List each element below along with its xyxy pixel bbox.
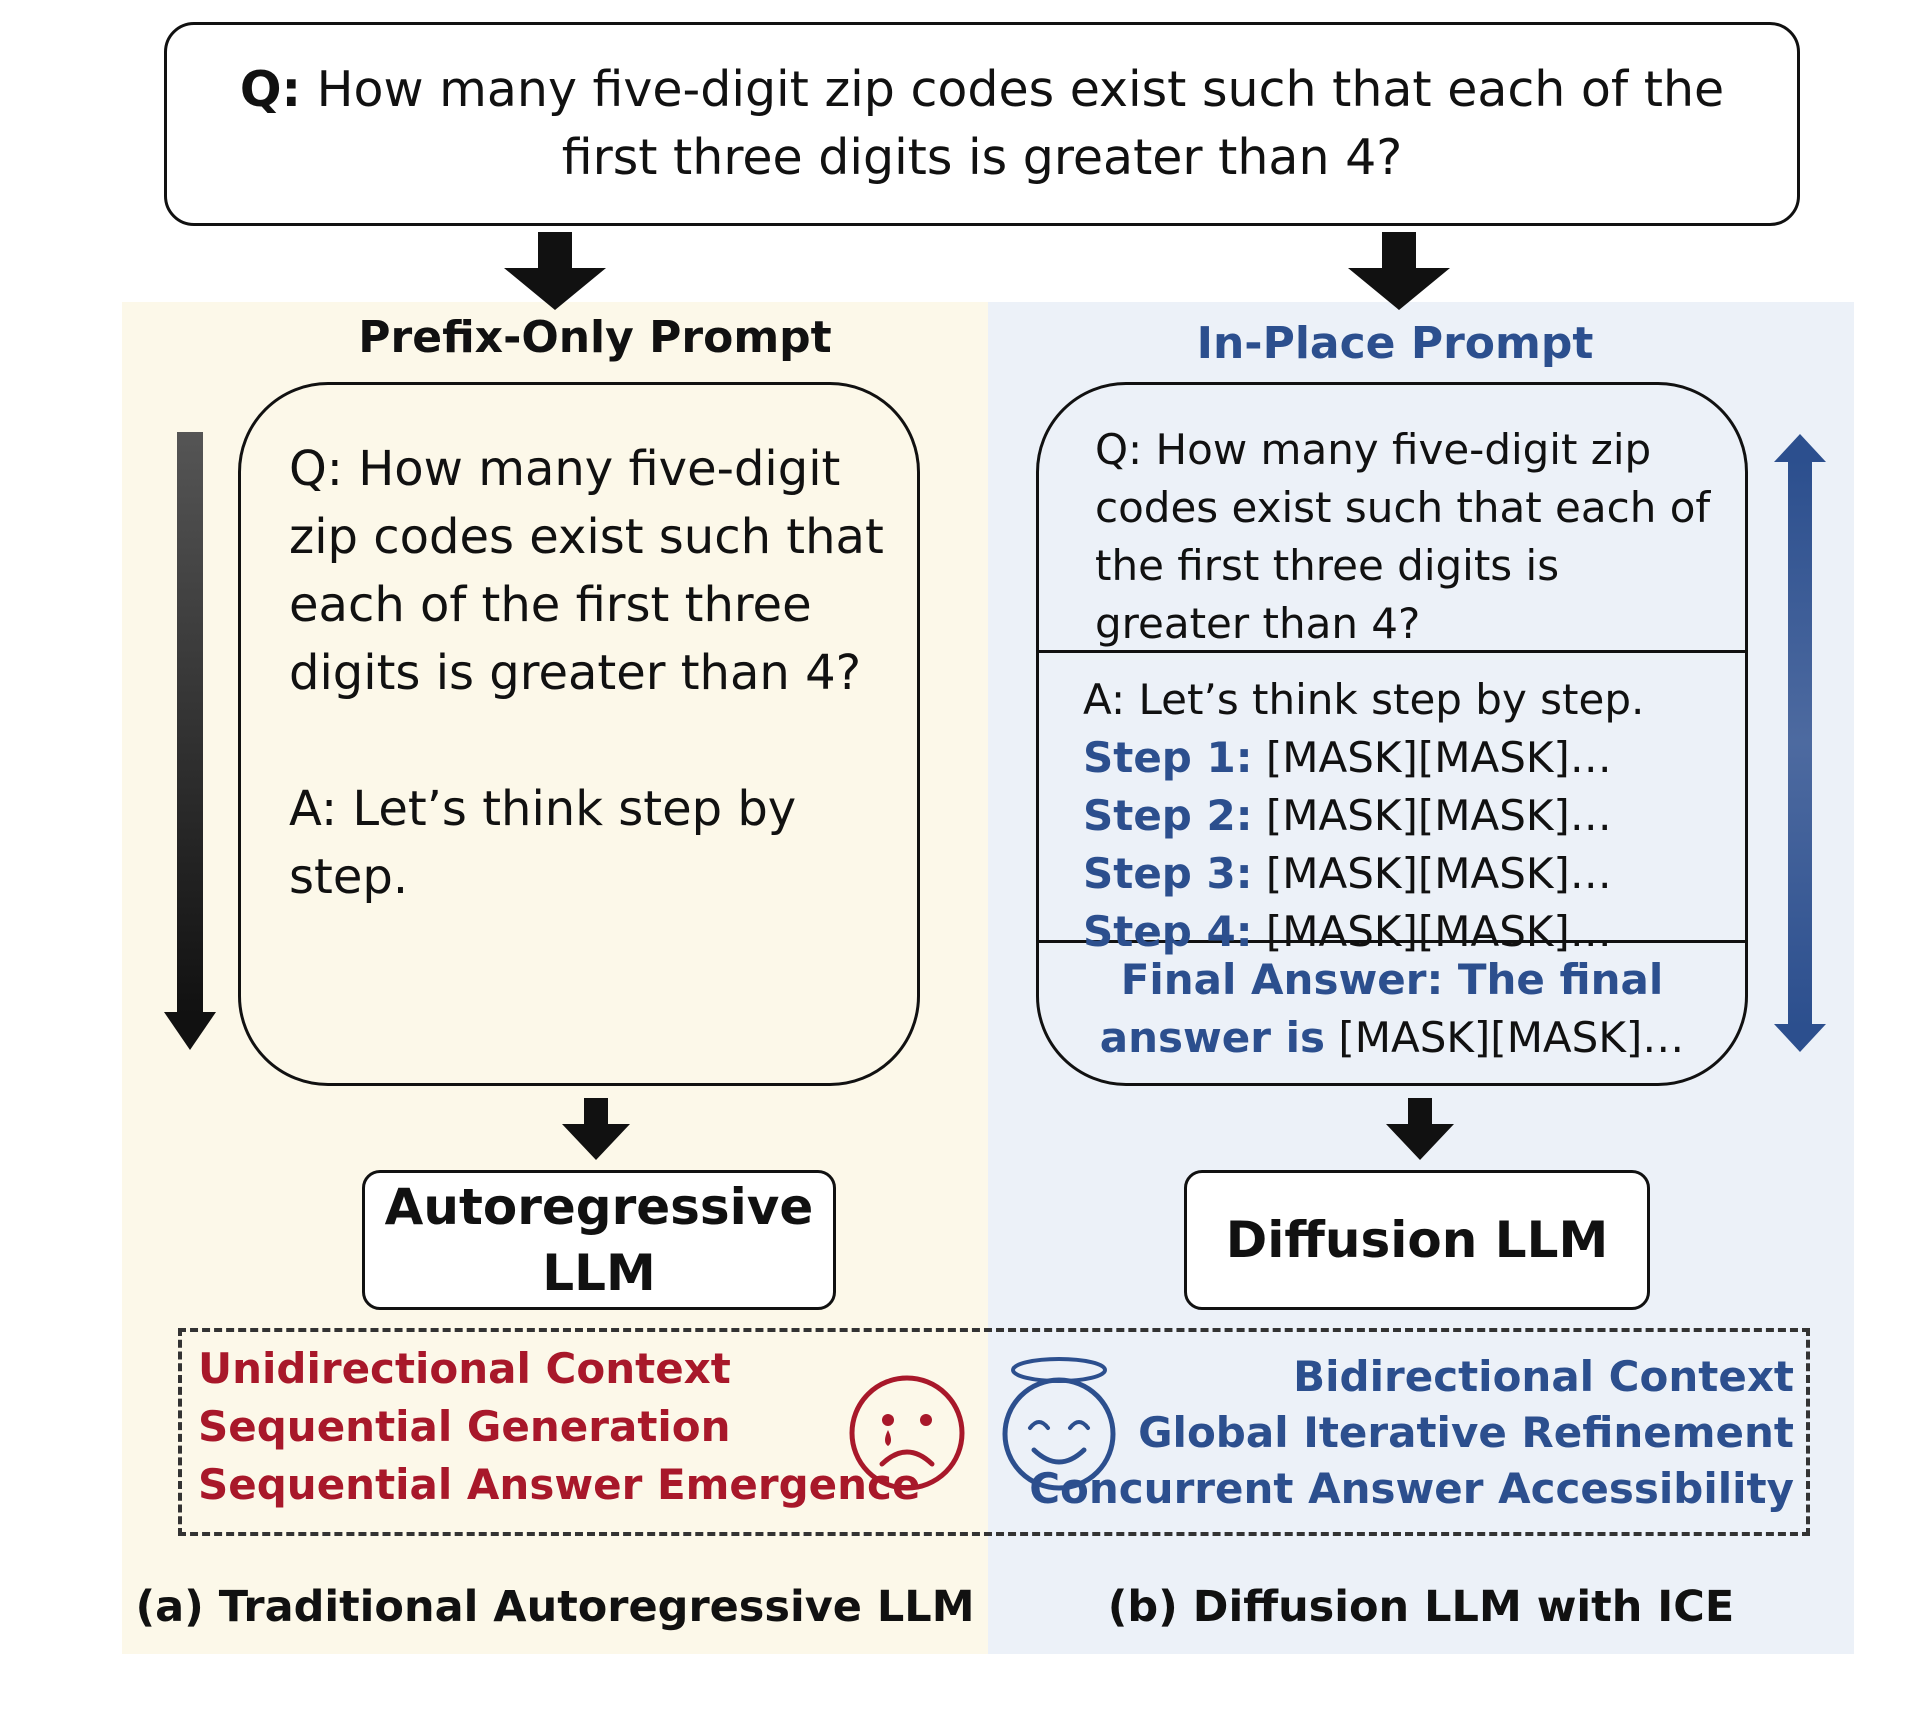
diffusion-llm-box: Diffusion LLM [1184,1170,1650,1310]
step-row: Step 1: [MASK][MASK]… [1083,729,1735,787]
ar-property: Sequential Generation [198,1402,731,1451]
step-mask: [MASK][MASK]… [1265,791,1612,840]
prefix-prompt-box: Q: How many five-digit zip codes exist s… [238,382,920,1086]
down-arrow-icon [504,232,606,310]
left-prompt-title: Prefix-Only Prompt [358,312,832,363]
right-prompt-title: In-Place Prompt [1196,318,1594,369]
question-box: Q: How many five-digit zip codes exist s… [164,22,1800,226]
down-arrow-icon [562,1098,630,1160]
right-caption: (b) Diffusion LLM with ICE [1107,1582,1735,1632]
step-row: Step 2: [MASK][MASK]… [1083,787,1735,845]
final-answer-mask: [MASK][MASK]… [1338,1013,1685,1062]
question-label: Q: [239,61,302,118]
step-row: Step 4: [MASK][MASK]… [1083,903,1735,961]
diffusion-property: Concurrent Answer Accessibility [1029,1464,1794,1513]
angel-face-icon [1002,1357,1116,1491]
step-label: Step 1: [1083,733,1253,782]
in-place-prompt-question: Q: How many five-digit zip codes exist s… [1039,385,1745,653]
bidirectional-arrow-icon [1774,434,1826,1052]
down-arrow-icon [1348,232,1450,310]
step-label: Step 4: [1083,907,1253,956]
prefix-prompt-answer: A: Let’s think step by step. [289,781,797,905]
diffusion-property: Bidirectional Context [1293,1352,1794,1401]
ar-property: Sequential Answer Emergence [198,1460,921,1509]
sad-face-icon [849,1375,965,1491]
diffusion-property: Global Iterative Refinement [1138,1408,1794,1457]
step-label: Step 3: [1083,849,1253,898]
ar-property: Unidirectional Context [198,1344,731,1393]
question-text: How many five-digit zip codes exist such… [316,61,1725,186]
in-place-prompt-answer: A: Let’s think step by step. [1083,675,1645,724]
properties-box [178,1328,1810,1536]
step-mask: [MASK][MASK]… [1265,849,1612,898]
autoregressive-llm-box: Autoregressive LLM [362,1170,836,1310]
step-label: Step 2: [1083,791,1253,840]
in-place-steps-section: A: Let’s think step by step. Step 1: [MA… [1039,653,1745,956]
step-mask: [MASK][MASK]… [1265,733,1612,782]
final-answer-label: Final Answer: The final answer is [1099,955,1664,1062]
left-caption: (a) Traditional Autoregressive LLM [135,1582,975,1632]
step-mask: [MASK][MASK]… [1265,907,1612,956]
final-answer-section: Final Answer: The final answer is [MASK]… [1039,943,1745,1083]
down-arrow-icon [1386,1098,1454,1160]
in-place-prompt-box: Q: How many five-digit zip codes exist s… [1036,382,1748,1086]
step-row: Step 3: [MASK][MASK]… [1083,845,1735,903]
prefix-prompt-question: Q: How many five-digit zip codes exist s… [289,441,884,701]
downward-flow-arrow-icon [164,432,216,1050]
